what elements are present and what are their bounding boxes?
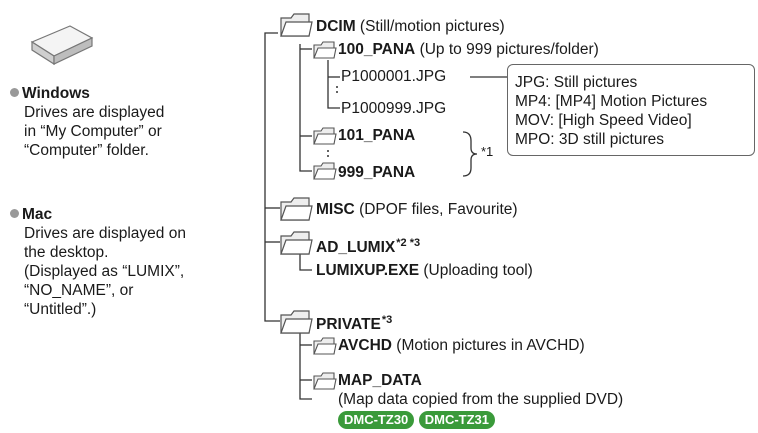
windows-section: Windows Drives are displayed in “My Comp… [10, 84, 164, 160]
folder-999-pana: 999_PANA [338, 164, 416, 181]
windows-line: Drives are displayed [24, 104, 165, 121]
mac-line: Drives are displayed on [24, 225, 186, 242]
file-desc: (Uploading tool) [423, 262, 533, 279]
legend-item: JPG: Still pictures [515, 74, 638, 91]
folder-name: DCIM [316, 18, 356, 35]
file-type-legend: JPG: Still pictures MP4: [MP4] Motion Pi… [507, 64, 755, 156]
folder-100-pana: 100_PANA (Up to 999 pictures/folder) [338, 40, 599, 59]
folder-icon [313, 41, 337, 59]
legend-item: MP4: [MP4] Motion Pictures [515, 93, 708, 110]
folder-icon [280, 310, 313, 334]
mac-line: “NO_NAME”, or [24, 282, 134, 299]
folder-name: PRIVATE [316, 316, 381, 333]
folder-avchd: AVCHD (Motion pictures in AVCHD) [338, 336, 585, 355]
file-lumixup: LUMIXUP.EXE (Uploading tool) [316, 261, 533, 280]
windows-line: “Computer” folder. [24, 142, 149, 159]
folder-misc: MISC (DPOF files, Favourite) [316, 200, 518, 219]
folder-icon [280, 13, 313, 37]
folder-101-pana: 101_PANA [338, 127, 416, 144]
mac-heading: Mac [22, 206, 53, 223]
mac-section: Mac Drives are displayed on the desktop.… [10, 205, 186, 319]
mac-line: the desktop. [24, 244, 109, 261]
legend-item: MPO: 3D still pictures [515, 131, 665, 148]
folder-name: MISC [316, 201, 355, 218]
folder-name: AD_LUMIX [316, 239, 396, 256]
folder-desc: (Up to 999 pictures/folder) [419, 41, 599, 58]
folder-icon [280, 231, 313, 255]
folder-icon [313, 372, 337, 390]
folder-ad-lumix: AD_LUMIX*2 *3 [316, 234, 420, 257]
legend-item: MOV: [High Speed Video] [515, 112, 692, 129]
file-last: P1000999.JPG [341, 100, 447, 117]
folder-desc: (Still/motion pictures) [359, 18, 505, 35]
mac-line: (Displayed as “LUMIX”, [24, 263, 185, 280]
file-first: P1000001.JPG [341, 68, 447, 85]
folder-icon [313, 337, 337, 355]
bullet-icon [10, 209, 19, 218]
folder-icon [313, 162, 337, 180]
bullet-icon [10, 88, 19, 97]
folder-private: PRIVATE*3 [316, 311, 392, 334]
folder-desc: (DPOF files, Favourite) [359, 201, 518, 218]
drive-icon [30, 25, 94, 66]
folder-dcim: DCIM (Still/motion pictures) [316, 17, 505, 36]
windows-line: in “My Computer” or [24, 123, 162, 140]
folder-icon [313, 127, 337, 145]
folder-note: *2 *3 [396, 237, 421, 249]
windows-heading: Windows [22, 85, 90, 102]
mac-line: “Untitled”.) [24, 301, 97, 318]
note-1: *1 [481, 144, 494, 159]
model-badges: DMC-TZ30 DMC-TZ31 [338, 411, 496, 429]
folder-name: 100_PANA [338, 41, 416, 58]
model-badge: DMC-TZ31 [418, 411, 496, 429]
folder-note: *3 [381, 314, 393, 326]
folder-name: AVCHD [338, 337, 392, 354]
file-name: LUMIXUP.EXE [316, 262, 420, 279]
map-data-desc: (Map data copied from the supplied DVD) [338, 391, 624, 408]
model-badge: DMC-TZ30 [338, 411, 415, 429]
folder-map-data: MAP_DATA [338, 372, 422, 389]
folder-icon [280, 197, 313, 221]
folder-desc: (Motion pictures in AVCHD) [396, 337, 585, 354]
